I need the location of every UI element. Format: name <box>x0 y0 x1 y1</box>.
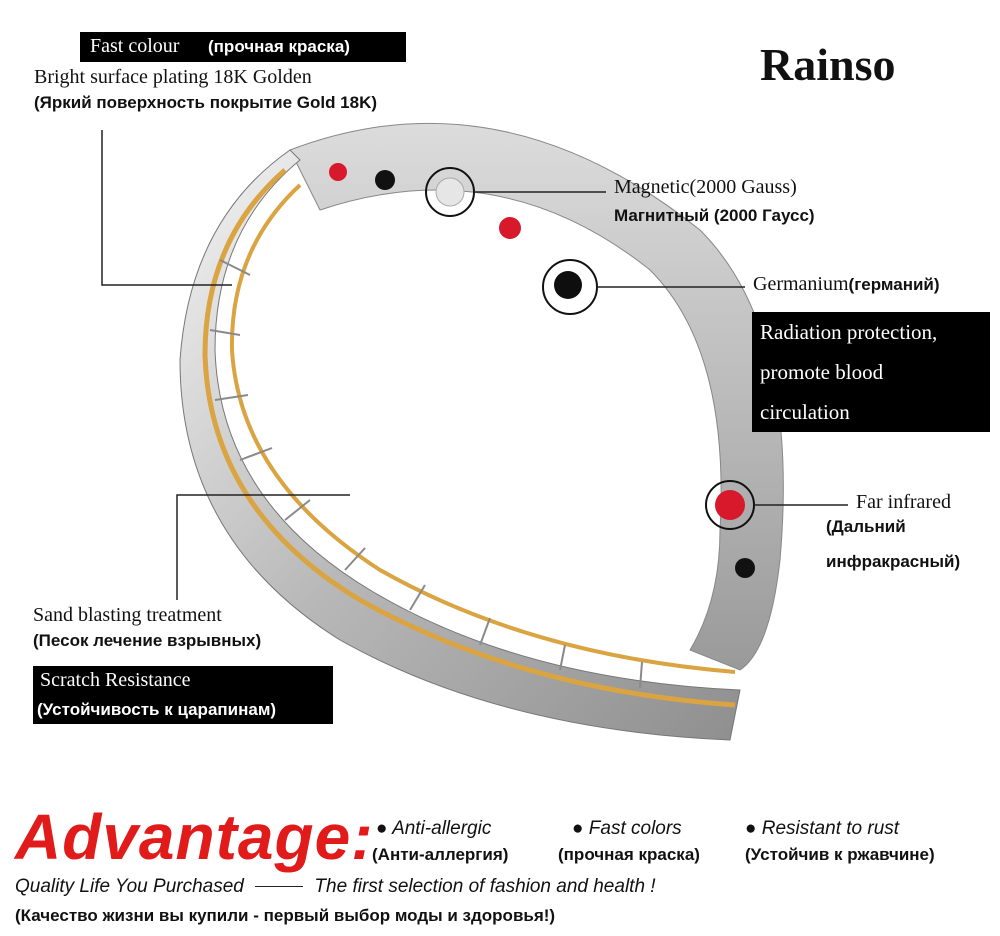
brand-logo: Rainso <box>760 39 896 90</box>
gold-stripe-inner <box>229 183 736 674</box>
sand-blasting-ru: (Песок лечение взрывных) <box>33 631 262 650</box>
germanium-ru: (германий) <box>848 275 940 294</box>
quality-line: Quality Life You Purchased The first sel… <box>15 876 656 898</box>
scratch-en: Scratch Resistance <box>40 669 191 691</box>
advantage-item-2-en: Resistant to rust <box>761 818 900 839</box>
scratch-box: Scratch Resistance (Устойчивость к царап… <box>33 666 333 724</box>
advantage-item-1-en: Fast colors <box>588 818 682 839</box>
link-segments <box>209 259 643 689</box>
gold-stripe-outer <box>202 168 736 708</box>
fast-colour-ru: (прочная краска) <box>208 37 350 56</box>
infrared-ru-line2: инфракрасный) <box>826 552 961 571</box>
sand-blasting-en: Sand blasting treatment <box>33 604 222 626</box>
advantage-item-1-ru: (прочная краска) <box>558 845 700 864</box>
scratch-ru: (Устойчивость к царапинам) <box>37 700 277 719</box>
bracelet-front-band <box>179 149 741 741</box>
plating-en: Bright surface plating 18K Golden <box>34 66 312 88</box>
advantage-item-2-ru: (Устойчив к ржавчине) <box>745 845 935 864</box>
quality-right: The first selection of fashion and healt… <box>314 876 656 897</box>
bullet-dot-icon: ● <box>376 818 388 839</box>
advantage-item-1: ● Fast colors <box>572 818 682 840</box>
advantage-item-2: ● Resistant to rust <box>745 818 899 840</box>
radiation-line2: promote blood <box>760 360 884 384</box>
bullet-dot-icon: ● <box>745 818 757 839</box>
stones <box>329 163 755 578</box>
advantage-item-0-en: Anti-allergic <box>392 818 492 839</box>
advantage-item-0-ru: (Анти-аллергия) <box>372 845 509 864</box>
quality-ru: (Качество жизни вы купили - первый выбор… <box>15 906 556 925</box>
quality-dash <box>255 886 304 888</box>
radiation-box: Radiation protection, promote blood circ… <box>752 312 990 432</box>
advantage-item-0: ● Anti-allergic <box>376 818 491 840</box>
fast-colour-en: Fast colour <box>90 35 180 57</box>
germanium-label: Germanium(германий) <box>753 273 940 296</box>
infrared-en: Far infrared <box>856 491 951 513</box>
infrared-ru-line1: (Дальний <box>826 517 906 536</box>
callout-leaders <box>101 130 848 600</box>
quality-left: Quality Life You Purchased <box>15 876 244 897</box>
germanium-en: Germanium <box>753 273 849 295</box>
plating-ru: (Яркий поверхность покрытие Gold 18K) <box>34 93 378 112</box>
radiation-line1: Radiation protection, <box>760 320 938 344</box>
magnetic-ru: Магнитный (2000 Гаусс) <box>614 206 815 225</box>
fast-colour-box: Fast colour (прочная краска) <box>80 32 406 62</box>
radiation-line3: circulation <box>760 400 850 424</box>
advantage-title: Advantage: <box>15 801 374 873</box>
bullet-dot-icon: ● <box>572 818 584 839</box>
magnetic-en: Magnetic(2000 Gauss) <box>614 176 797 198</box>
bracelet-back-band <box>289 122 784 671</box>
